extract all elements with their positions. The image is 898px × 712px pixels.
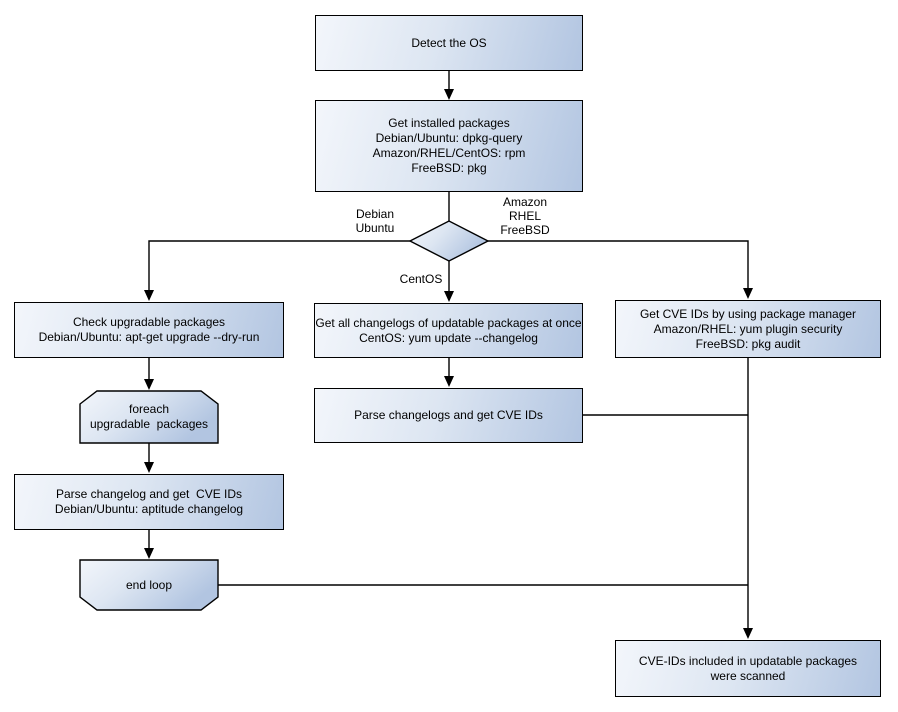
node-text: Amazon/RHEL: yum plugin security — [653, 321, 843, 336]
edge-decision-to-get-cve — [488, 240, 753, 299]
node-text: Debian/Ubuntu: aptitude changelog — [54, 502, 244, 516]
node-text: Check upgradable packages — [72, 315, 226, 329]
node-check-upgradable: Check upgradable packages Debian/Ubuntu:… — [14, 302, 284, 358]
node-text: upgradable packages — [89, 417, 209, 431]
node-foreach-loop: foreach upgradable packages — [80, 391, 218, 443]
edge-label-text: Amazon — [502, 195, 548, 209]
node-get-cve-package-manager: Get CVE IDs by using package manager Ama… — [615, 300, 881, 358]
edge-label-amazon-rhel-freebsd: Amazon RHEL FreeBSD — [495, 195, 555, 237]
node-end-loop: end loop — [80, 560, 218, 610]
edge-label-text: FreeBSD — [500, 223, 550, 237]
edge-label-text: CentOS — [399, 272, 443, 286]
node-parse-changelog-debian: Parse changelog and get CVE IDs Debian/U… — [14, 474, 284, 530]
node-text: Amazon/RHEL/CentOS: rpm — [372, 146, 526, 160]
node-text: were scanned — [710, 668, 786, 683]
edge-label-text: Ubuntu — [355, 221, 395, 235]
node-text: Get all changelogs of updatable packages… — [315, 315, 582, 330]
edge-label-text: RHEL — [508, 209, 541, 223]
node-get-installed-packages: Get installed packages Debian/Ubuntu: dp… — [315, 100, 583, 192]
node-text: Debian/Ubuntu: apt-get upgrade --dry-run — [38, 330, 260, 344]
node-text: Parse changelog and get CVE IDs — [55, 487, 243, 501]
node-text: end loop — [125, 577, 173, 592]
edge-label-text: Debian — [355, 207, 395, 221]
node-text: FreeBSD: pkg — [411, 161, 487, 175]
edge-decision-to-check-upgradable — [144, 240, 410, 301]
node-text: CentOS: yum update --changelog — [359, 330, 538, 345]
node-detect-os-text: Detect the OS — [411, 35, 487, 50]
os-decision-diamond — [408, 220, 490, 262]
node-text: FreeBSD: pkg audit — [695, 336, 801, 351]
node-text: foreach — [128, 402, 170, 416]
node-get-all-changelogs: Get all changelogs of updatable packages… — [314, 303, 583, 358]
node-text: Parse changelogs and get CVE IDs — [354, 408, 543, 422]
edge-label-centos: CentOS — [389, 272, 453, 286]
node-text: Get CVE IDs by using package manager — [639, 306, 857, 321]
node-detect-os: Detect the OS — [315, 15, 583, 71]
end-loop-shape — [79, 559, 219, 611]
node-parse-changelogs-centos: Parse changelogs and get CVE IDs — [314, 388, 583, 443]
node-text: Get installed packages — [388, 116, 510, 130]
foreach-loop-shape — [79, 390, 219, 444]
node-scanned-result: CVE-IDs included in updatable packages w… — [615, 640, 881, 697]
edge-label-debian-ubuntu: Debian Ubuntu — [345, 207, 405, 235]
node-text: Debian/Ubuntu: dpkg-query — [375, 131, 523, 145]
node-text: CVE-IDs included in updatable packages — [638, 653, 858, 668]
